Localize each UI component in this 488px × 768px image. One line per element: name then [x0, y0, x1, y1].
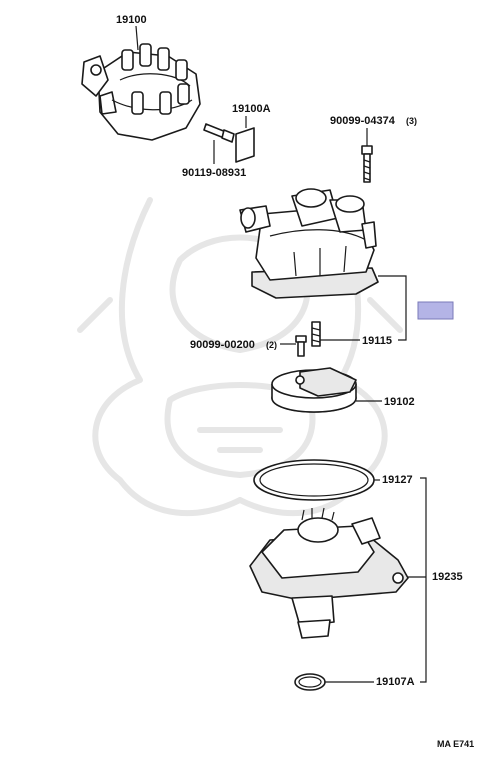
screw-90099-00200[interactable]: [295, 335, 307, 357]
housing-19235[interactable]: [249, 507, 409, 639]
label-19235: 19235: [432, 571, 463, 583]
label-90099-00200-qty: (2): [266, 340, 277, 350]
highlight-marker[interactable]: [417, 301, 454, 320]
gasket-19107a[interactable]: [294, 673, 326, 691]
part-19100a[interactable]: [235, 127, 255, 163]
label-90099-04374: 90099-04374: [330, 115, 396, 127]
label-90119-08931: 90119-08931: [182, 167, 246, 179]
screw-90119-08931[interactable]: [203, 123, 235, 143]
bolt-90099-04374[interactable]: [361, 145, 373, 183]
o-ring-19127[interactable]: [253, 459, 375, 501]
label-90099-00200: 90099-00200: [190, 339, 255, 351]
rotor-19102[interactable]: [271, 367, 357, 413]
spring-pin[interactable]: [311, 321, 321, 347]
label-19107a: 19107A: [376, 676, 415, 688]
leader-19100: [135, 25, 139, 51]
distributor-cap-19115[interactable]: [239, 188, 379, 299]
label-19100a: 19100A: [232, 103, 271, 115]
footer-code: MA E741: [437, 739, 474, 749]
label-19102: 19102: [384, 396, 415, 408]
label-19127: 19127: [382, 474, 413, 486]
label-19100: 19100: [116, 14, 147, 26]
label-90099-04374-qty: (3): [406, 116, 417, 126]
distributor-assembly-19100[interactable]: [81, 43, 201, 141]
label-19115: 19115: [362, 335, 392, 347]
bracket-19115: [378, 275, 407, 341]
bracket-assembly: [420, 477, 427, 683]
